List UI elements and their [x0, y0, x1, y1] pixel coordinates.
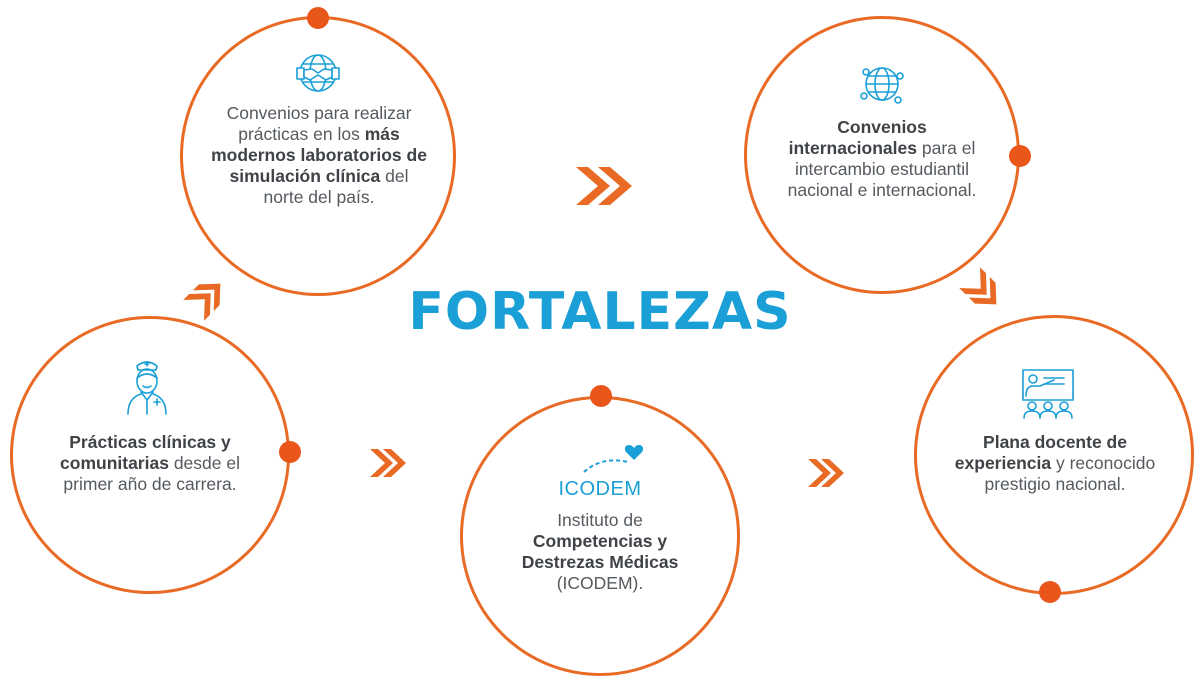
card-text: (ICODEM).	[556, 573, 644, 593]
network-globe-icon	[860, 67, 904, 104]
double-chevron-icon	[370, 449, 406, 477]
card-text-bold: Plana docente de experiencia	[954, 432, 1127, 473]
circle-icodem	[460, 396, 740, 676]
dot-laboratorios-top	[307, 7, 329, 29]
card-text: desde el primer año de carrera.	[63, 453, 240, 494]
icodem-logo-icon	[583, 445, 644, 473]
card-text-bold: Prácticas clínicas y comunitarias	[60, 432, 231, 473]
page-title: FORTALEZAS	[408, 282, 792, 342]
card-internacionales-text: Convenios internacionales para el interc…	[784, 117, 980, 201]
double-chevron-down-icon	[959, 267, 997, 305]
card-text: Convenios para realizar prácticas en los	[226, 103, 412, 144]
card-text-bold: Convenios internacionales	[788, 117, 927, 158]
card-text: Instituto de	[557, 510, 643, 530]
circle-internacionales	[744, 16, 1020, 294]
double-chevron-up-icon	[183, 283, 221, 321]
card-text-bold: más modernos laboratorios de simulación …	[211, 124, 427, 186]
card-text: y reconocido prestigio nacional.	[984, 453, 1156, 494]
card-docente-text: Plana docente de experiencia y reconocid…	[950, 432, 1160, 495]
double-chevron-icon	[576, 167, 632, 205]
handshake-globe-icon	[296, 54, 340, 92]
dot-internacionales-right	[1009, 145, 1031, 167]
card-text: del norte del país.	[263, 166, 409, 207]
dot-docente-bottom	[1039, 581, 1061, 603]
circle-laboratorios	[180, 16, 456, 296]
card-laboratorios-text: Convenios para realizar prácticas en los…	[208, 103, 430, 208]
dot-icodem-top	[590, 385, 612, 407]
double-chevron-icon	[808, 459, 844, 487]
icodem-logo-text: ICODEM	[558, 478, 642, 500]
nurse-icon	[127, 361, 167, 415]
card-text: para el intercambio estudiantil nacional…	[787, 138, 977, 200]
circle-docente	[914, 315, 1194, 595]
card-practicas-text: Prácticas clínicas y comunitarias desde …	[60, 432, 240, 495]
card-text-bold: Competencias y Destrezas Médicas	[521, 531, 679, 572]
dot-practicas-right	[279, 441, 301, 463]
card-icodem-text: Instituto de Competencias y Destrezas Mé…	[500, 510, 700, 594]
presentation-teacher-icon	[1022, 369, 1074, 419]
